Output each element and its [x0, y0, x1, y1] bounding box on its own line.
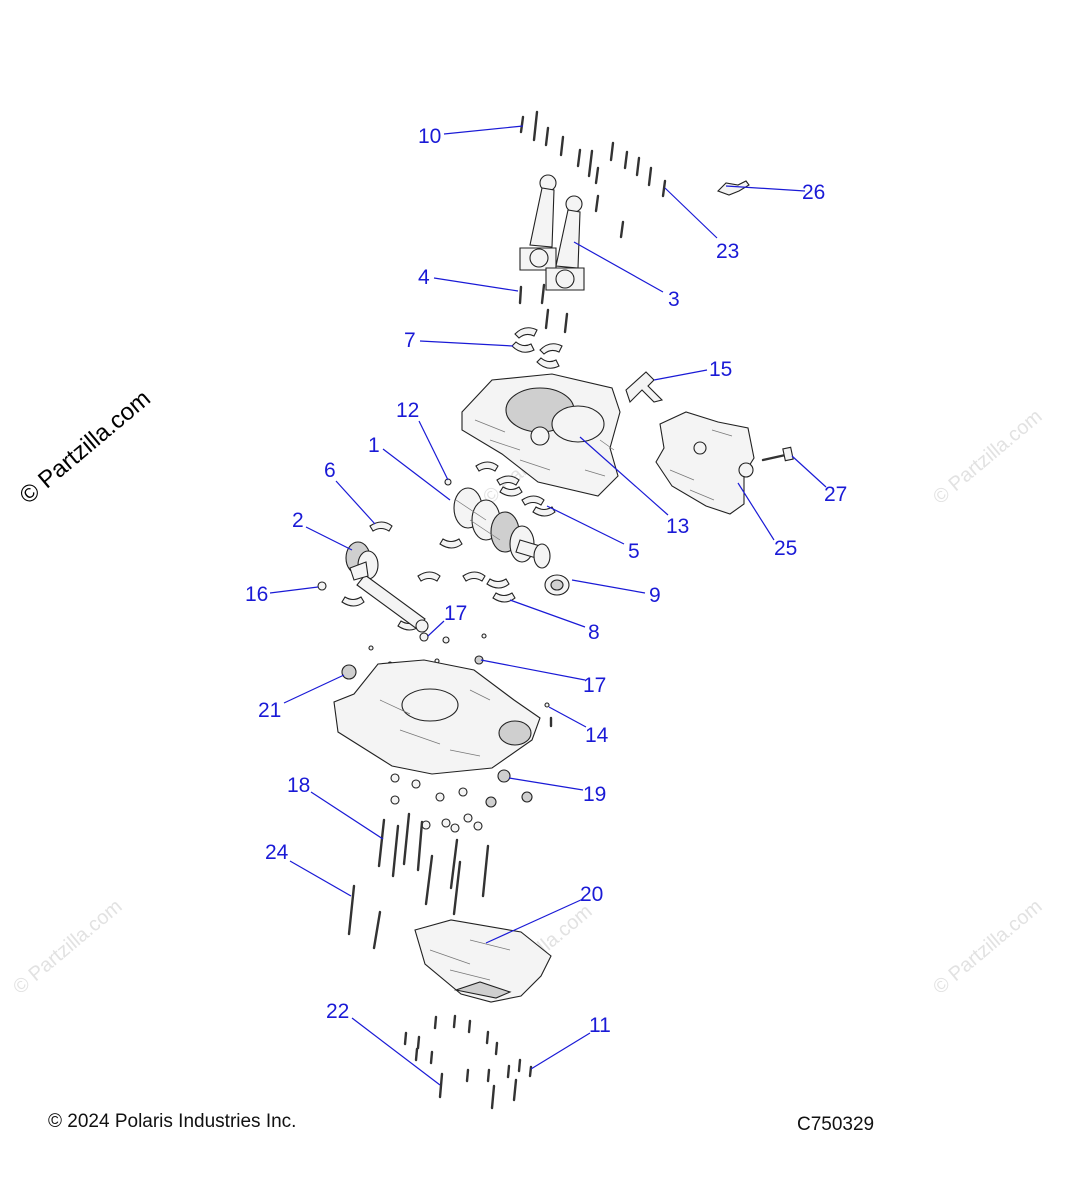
long-bolt — [761, 446, 794, 462]
upper-crankcase — [461, 373, 621, 497]
callout-6: 6 — [324, 459, 336, 482]
main-bearings — [341, 461, 556, 631]
lower-crankcase — [333, 659, 541, 775]
oil-pan — [414, 919, 552, 1003]
callout-7: 7 — [404, 329, 416, 352]
oil-pan-bolts — [403, 1014, 533, 1110]
head-bolts — [519, 110, 667, 239]
crankcase-washers — [390, 769, 533, 833]
callout-13: 13 — [666, 515, 689, 538]
figure-id: C750329 — [797, 1114, 875, 1135]
sensor-part — [717, 180, 750, 196]
callout-labels: 1 2 3 4 5 6 7 8 9 10 11 12 13 14 15 16 1… — [245, 125, 847, 1037]
callout-14: 14 — [585, 724, 609, 747]
crankcase-bolts — [347, 812, 490, 950]
small-pin — [544, 702, 553, 728]
callout-4: 4 — [418, 266, 430, 289]
callout-3: 3 — [668, 288, 680, 311]
callout-20: 20 — [580, 883, 603, 906]
callout-17a: 17 — [444, 602, 467, 625]
callout-5: 5 — [628, 540, 640, 563]
callout-23: 23 — [716, 240, 739, 263]
rod-bearings — [511, 327, 563, 369]
callout-25: 25 — [774, 537, 797, 560]
callout-17b: 17 — [583, 674, 606, 697]
watermark-group: © Partzilla.com © Partzilla.com © Partzi… — [9, 385, 1046, 1004]
watermark-main: © Partzilla.com — [15, 385, 156, 510]
callout-15: 15 — [709, 358, 732, 381]
callout-8: 8 — [588, 621, 600, 644]
rod-bolts — [518, 283, 569, 334]
callout-16: 16 — [245, 583, 268, 606]
callout-12: 12 — [396, 399, 419, 422]
callout-22: 22 — [326, 1000, 349, 1023]
leader-lines — [269, 125, 827, 1086]
callout-2: 2 — [292, 509, 304, 532]
cover-housing — [655, 411, 755, 515]
callout-1: 1 — [368, 434, 380, 457]
callout-11: 11 — [589, 1014, 611, 1037]
callout-9: 9 — [649, 584, 661, 607]
callout-26: 26 — [802, 181, 825, 204]
crankshaft — [453, 487, 551, 569]
callout-19: 19 — [583, 783, 606, 806]
baffle-plate — [625, 371, 664, 404]
watermark-faint-1: © Partzilla.com — [929, 405, 1046, 508]
drain-plug — [341, 664, 357, 680]
callout-24: 24 — [265, 841, 289, 864]
dowel-pins — [317, 581, 487, 667]
watermark-faint-2: © Partzilla.com — [9, 895, 126, 998]
callout-18: 18 — [287, 774, 310, 797]
copyright-text: © 2024 Polaris Industries Inc. — [48, 1111, 297, 1132]
watermark-faint-4: © Partzilla.com — [929, 895, 1046, 998]
callout-21: 21 — [258, 699, 281, 722]
connecting-rods — [519, 174, 585, 291]
callout-27: 27 — [824, 483, 847, 506]
callout-10: 10 — [418, 125, 441, 148]
balance-shaft — [345, 541, 429, 633]
oil-seal — [544, 574, 570, 596]
